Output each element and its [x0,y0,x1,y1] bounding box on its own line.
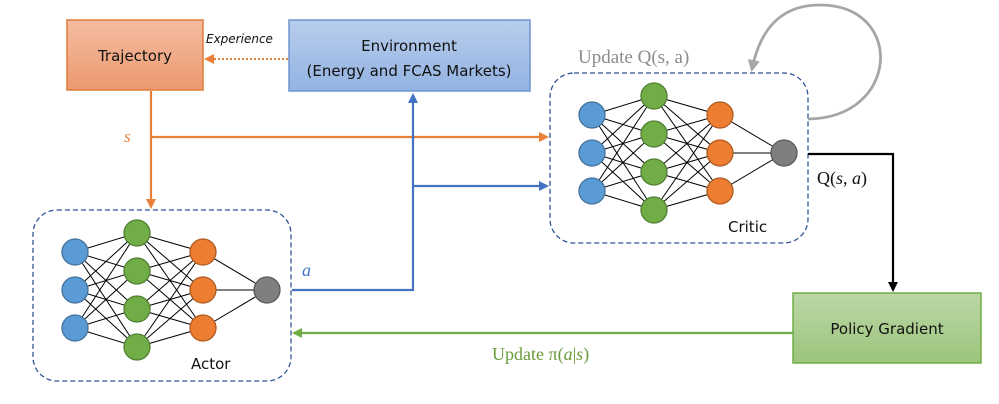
actor-frame [32,209,292,382]
critic-update-edge: Update Q(s, a) [578,3,882,121]
critic-network: Critic [549,72,809,244]
experience-edge: Experience [204,32,288,64]
input-neuron [61,276,89,304]
input-neuron [578,177,606,205]
q-value-arrow [808,152,898,292]
action-label: a [302,260,311,280]
hidden1-neuron [123,333,151,361]
policy-update-label: Update π(a|s) [492,344,589,365]
network-connection [74,232,138,329]
hidden2-neuron [189,276,217,304]
critic-neural-net [578,82,798,224]
output-neuron [253,276,281,304]
trajectory-box: Trajectory [66,19,204,91]
state-edge: s [124,91,549,209]
hidden1-neuron [123,257,151,285]
hidden2-neuron [189,314,217,342]
state-label: s [124,127,131,146]
policy-update-edge: Update π(a|s) [292,328,793,365]
actor-label: Actor [191,355,231,373]
policy-gradient-label: Policy Gradient [830,320,943,338]
environment-rect [288,19,531,92]
network-connection [136,289,204,348]
input-neuron [578,101,606,129]
input-neuron [578,139,606,167]
policy-gradient-box: Policy Gradient [792,292,982,364]
critic-update-label: Update Q(s, a) [578,47,689,68]
network-connection [591,95,655,192]
trajectory-label: Trajectory [97,47,172,65]
network-connection [591,95,655,154]
hidden1-neuron [640,158,668,186]
action-to-environment-arrow [292,93,418,292]
critic-frame [549,72,809,244]
network-connection [74,270,138,329]
output-neuron [770,139,798,167]
action-edge: a [292,93,549,292]
policy-gradient-rect [792,292,982,364]
trajectory-rect [66,19,204,91]
network-connection [653,114,721,211]
hidden1-neuron [640,82,668,110]
critic-update-loop-arrow [747,3,882,121]
hidden2-neuron [706,101,734,129]
q-value-label: Q(s, a) [817,168,867,189]
network-connection [591,133,655,192]
network-connection [653,114,721,173]
hidden2-neuron [706,139,734,167]
hidden2-neuron [706,177,734,205]
network-connection [653,152,721,211]
critic-label: Critic [728,218,767,236]
actor-network: Actor [32,209,292,382]
hidden2-neuron [189,238,217,266]
hidden1-neuron [123,295,151,323]
input-neuron [61,314,89,342]
q-value-edge: Q(s, a) [808,152,898,292]
environment-label: Environment [361,37,457,55]
network-connection [136,251,204,310]
actor-neural-net [61,219,281,361]
environment-sublabel: (Energy and FCAS Markets) [306,62,511,80]
hidden1-neuron [640,196,668,224]
hidden1-neuron [123,219,151,247]
input-neuron [61,238,89,266]
network-connection [74,232,138,291]
environment-box: Environment (Energy and FCAS Markets) [288,19,531,92]
experience-label: Experience [206,32,273,46]
network-connection [136,251,204,348]
hidden1-neuron [640,120,668,148]
